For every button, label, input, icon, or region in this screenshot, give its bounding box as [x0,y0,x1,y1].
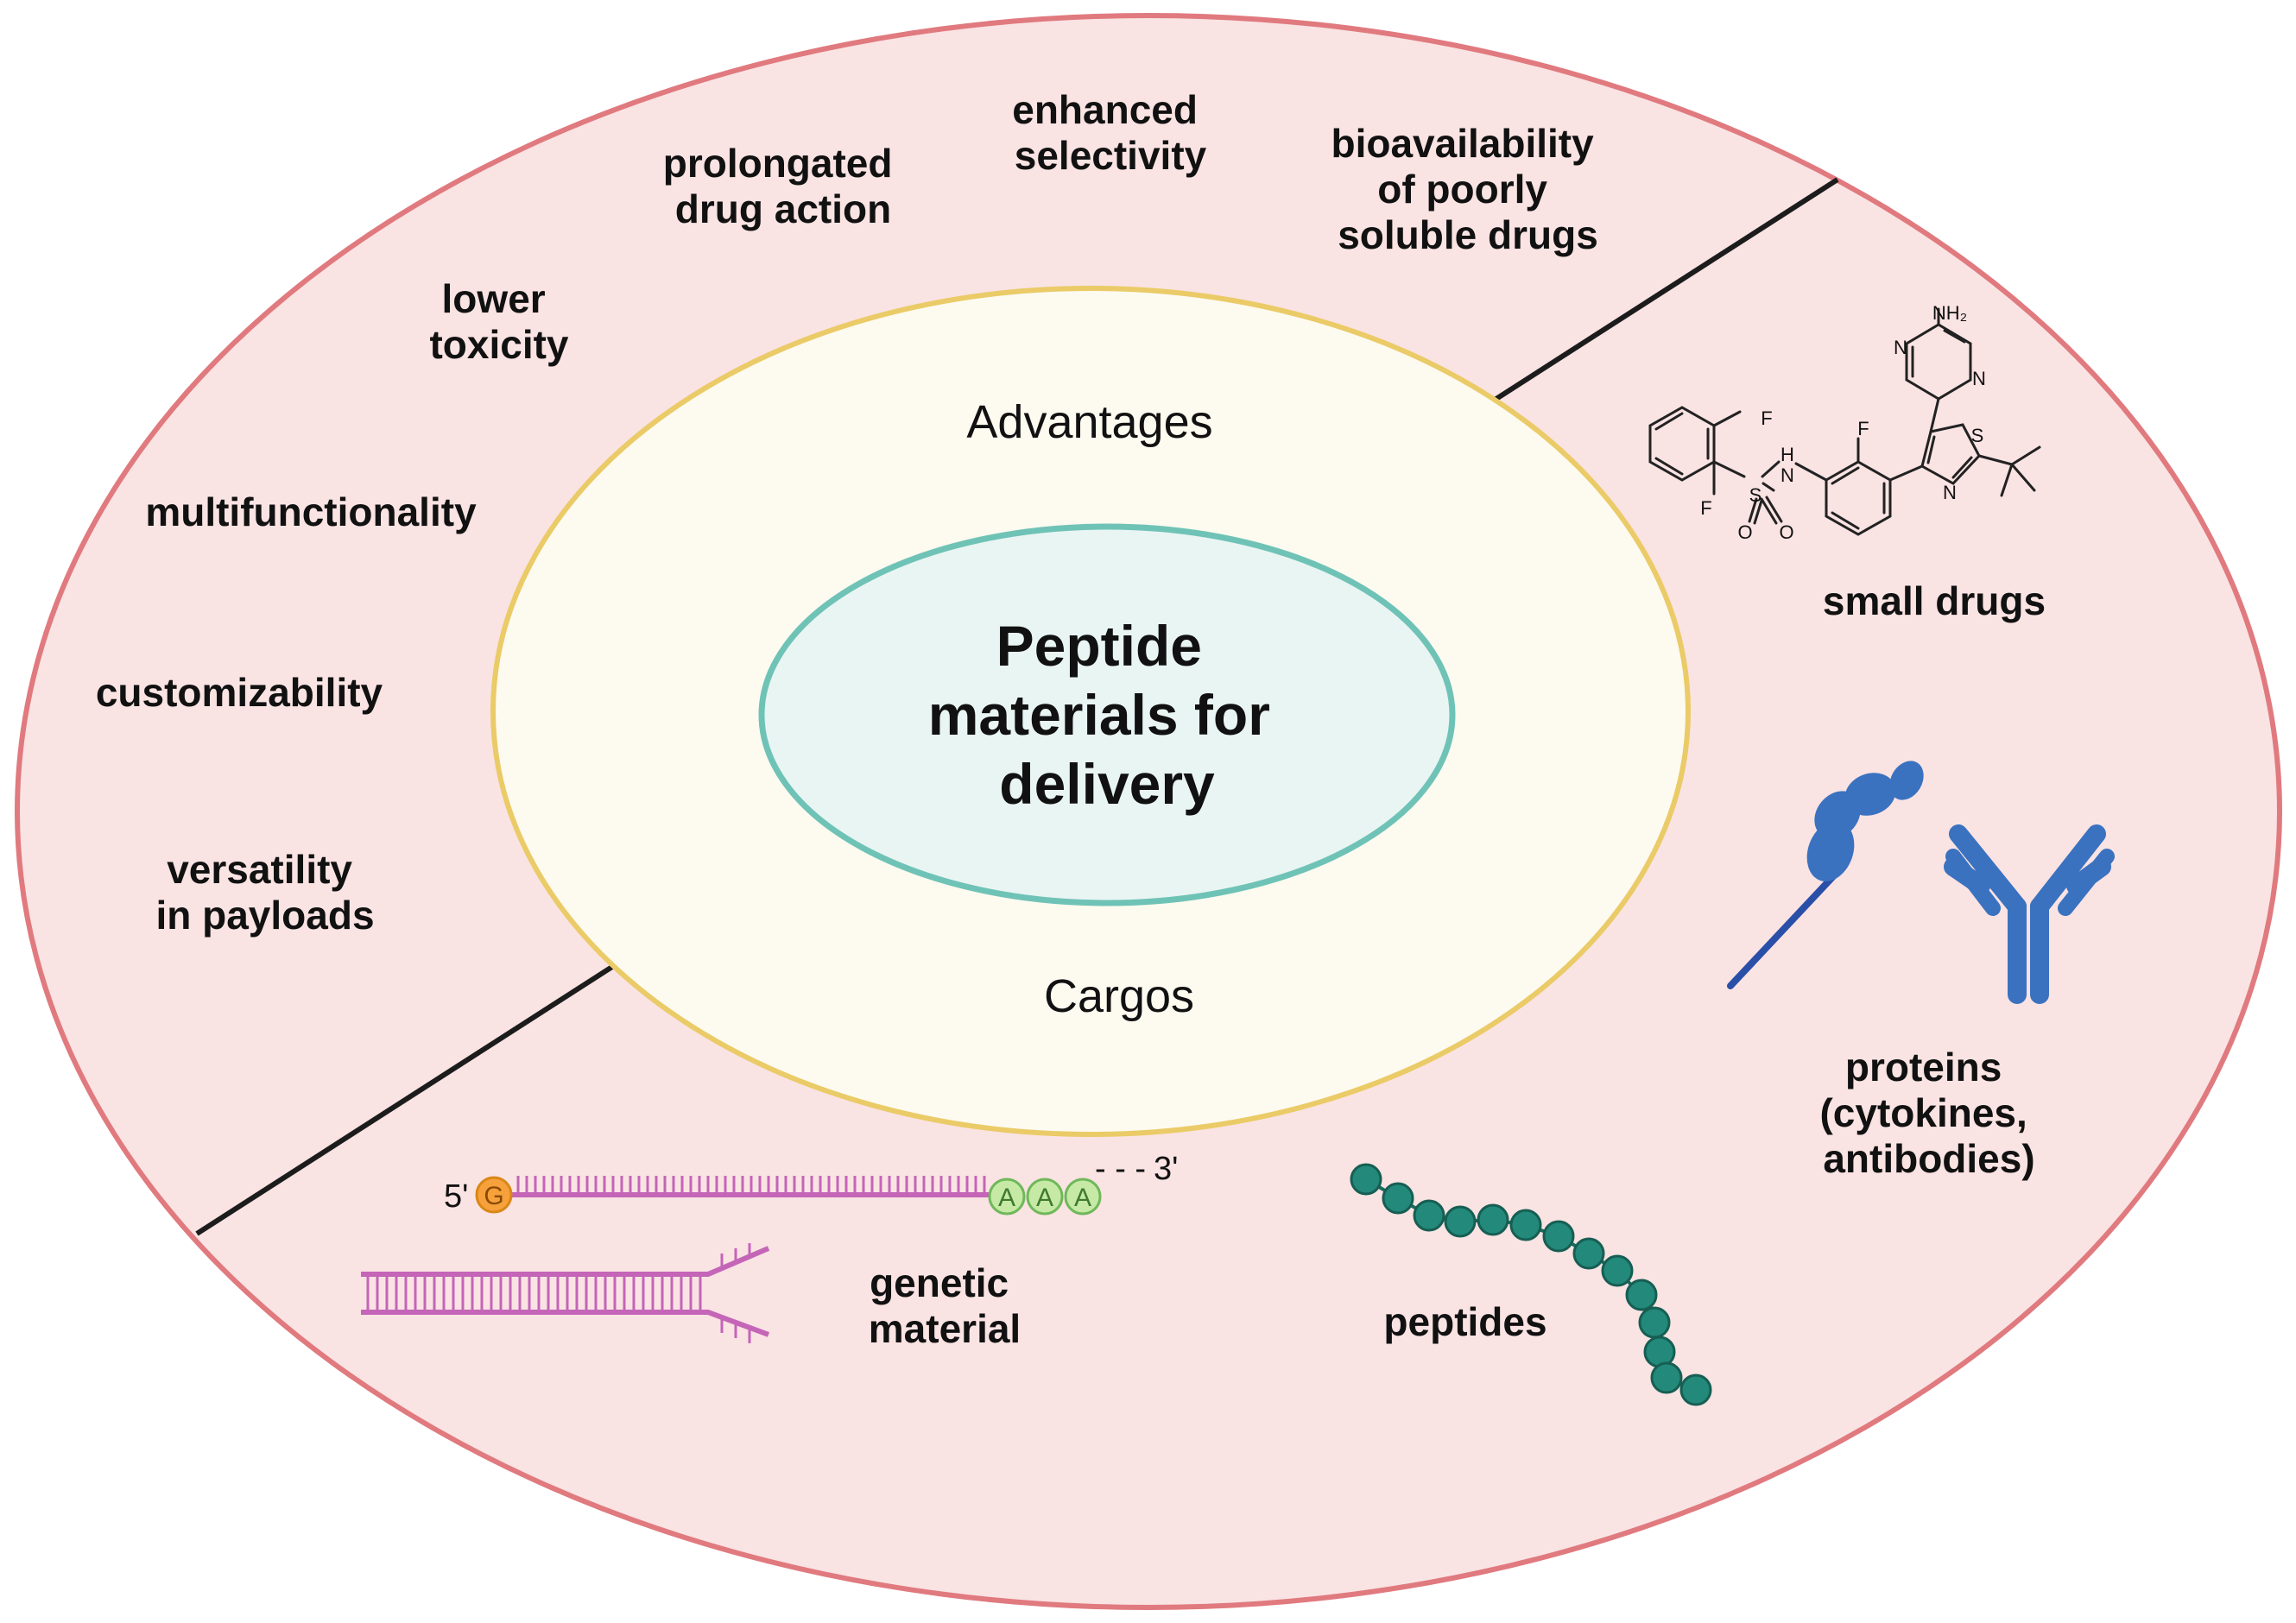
cargo-proteins-label: proteins (cytokines, antibodies) [1819,1045,2038,1181]
center-title-line-1: Peptide [996,614,1202,678]
peptide-bead [1413,1199,1445,1232]
peptide-bead [1638,1306,1671,1339]
advantage-prolongated-drug-action: prolongated drug action [663,141,904,231]
peptide-chain-icon [1350,1163,1712,1406]
svg-text:F: F [1857,418,1869,439]
advantage-versatility: versatility in payloads [155,847,374,938]
center-title-line-2: materials for [928,683,1270,747]
svg-text:O: O [1779,521,1793,543]
peptide-bead [1382,1182,1414,1215]
svg-text:NH₂: NH₂ [1932,302,1967,324]
svg-text:H: H [1781,444,1794,465]
cargo-genetic-material-label: genetic material [869,1260,1021,1351]
svg-text:N: N [1894,337,1907,358]
mrna-icon: 5' G A A A - - - 3' [444,1151,1178,1216]
polya-letter-2: A [1036,1184,1053,1212]
peptide-bead [1542,1220,1575,1253]
cap-circle [475,1176,513,1214]
peptide-bead [1509,1209,1542,1241]
mrna-bases [516,1176,986,1195]
peptide-bead [1625,1279,1658,1311]
center-title-line-3: delivery [999,752,1215,816]
peptide-bead [1650,1361,1683,1394]
peptide-bead [1350,1163,1382,1196]
svg-text:F: F [1700,497,1711,519]
svg-text:N: N [1972,368,1986,389]
peptide-bead [1444,1205,1477,1238]
peptide-bead [1679,1374,1712,1406]
svg-text:F: F [1761,407,1772,429]
molecule-atom-labels: F F H N S O O F S N N N NH₂ [1700,302,1986,543]
svg-text:N: N [1781,464,1794,486]
svg-text:N: N [1943,482,1957,503]
small-drug-molecule-icon [1648,307,2041,536]
five-prime-label: 5' [444,1178,468,1215]
three-prime-label: 3' [1154,1151,1178,1187]
polya-dashes: - - - [1095,1151,1146,1187]
advantage-enhanced-selectivity: enhanced selectivity [1012,87,1209,178]
advantage-customizability: customizability [96,670,383,715]
peptide-bead [1601,1254,1634,1287]
advantages-heading: Advantages [966,396,1212,448]
inner-ellipse [758,523,1456,906]
cargo-small-drugs-label: small drugs [1823,578,2046,623]
cap-letter: G [484,1182,503,1210]
dna-icon [361,1243,770,1343]
peptide-bead [1643,1336,1676,1368]
cargos-heading: Cargos [1044,970,1194,1022]
svg-text:O: O [1737,521,1752,543]
center-title: Peptide materials for delivery [928,614,1287,816]
advantage-bioavailability: bioavailability of poorly soluble drugs [1331,121,1605,257]
advantage-lower-toxicity: lower toxicity [429,276,568,367]
cytokine-icon [1727,761,1924,989]
svg-text:S: S [1749,484,1762,506]
advantage-multifunctionality: multifunctionality [145,489,477,534]
peptide-bead [1572,1237,1605,1270]
antibody-icon [1944,824,2115,1004]
polya-letter-3: A [1074,1184,1091,1212]
peptide-bead [1477,1203,1509,1236]
polya-letter-1: A [998,1184,1015,1212]
svg-text:S: S [1971,425,1984,446]
cargo-peptides-label: peptides [1383,1299,1546,1344]
